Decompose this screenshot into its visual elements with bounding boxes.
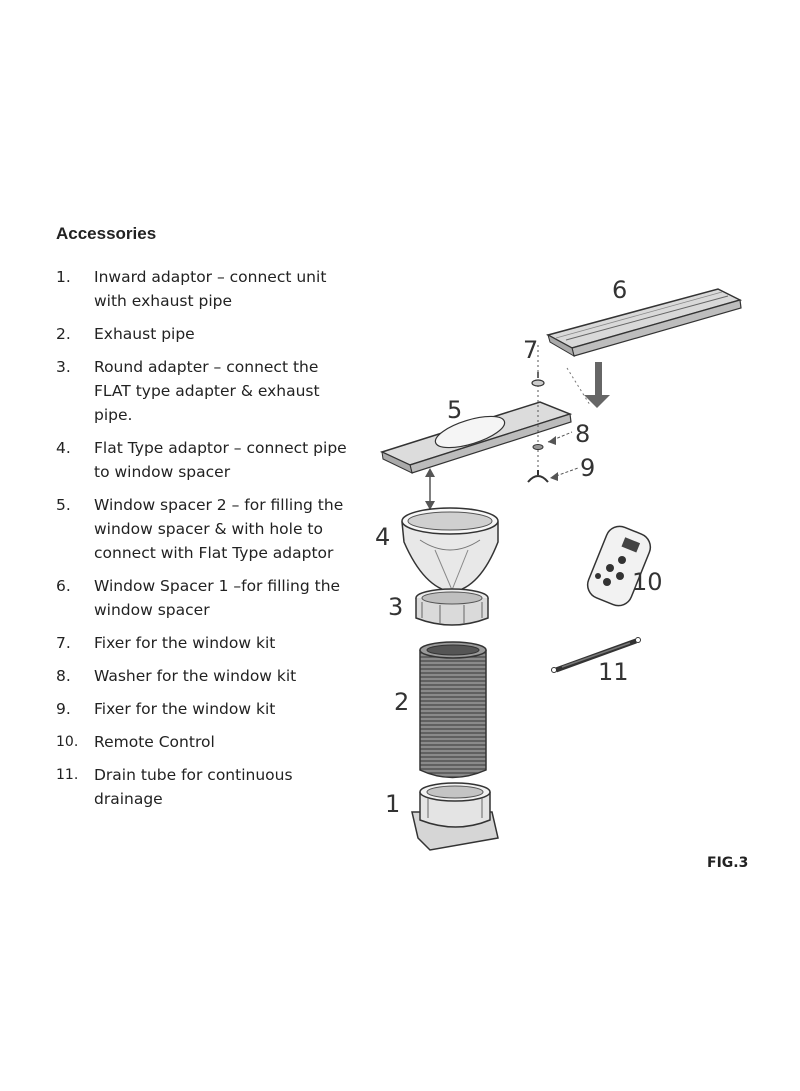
diagram-label: 2 [394,688,409,716]
diagram-label: 3 [388,593,403,621]
list-item: 1. Inward adaptor – connect unit with exh… [56,265,356,313]
list-item: 5. Window spacer 2 – for filling the wind… [56,493,356,565]
item-number: 9. [56,700,71,718]
diagram-label: 7 [523,336,538,364]
item-number: 4. [56,439,71,457]
item-text: Fixer for the window kit [94,634,276,652]
item-number: 11. [56,767,79,783]
item-number: 10. [56,734,79,750]
item-text: Remote Control [94,733,215,751]
diagram-label: 6 [612,276,627,304]
list-item: 8. Washer for the window kit [56,664,356,688]
list-item: 10. Remote Control [56,730,356,754]
item-text: Flat Type adaptor – connect pipe to wind… [94,439,347,481]
item-number: 2. [56,325,71,343]
washer-drawing [532,444,544,450]
diagram-label: 10 [632,568,663,596]
window-spacer-2-drawing [379,401,573,474]
item-text: Inward adaptor – connect unit with exhau… [94,268,327,310]
diagram-label: 11 [598,658,629,686]
list-item: 7. Fixer for the window kit [56,631,356,655]
window-spacer-1-drawing [545,288,743,358]
item-text: Fixer for the window kit [94,700,276,718]
item-number: 7. [56,634,71,652]
figure-label: FIG.3 [707,855,749,871]
list-item: 6. Window Spacer 1 –for filling the windo… [56,574,356,622]
diagram-label: 4 [375,523,390,551]
item-text: Round adapter – connect the FLAT type ad… [94,358,320,424]
item-text: Window spacer 2 – for filling the window… [94,496,344,562]
item-number: 8. [56,667,71,685]
list-item: 2. Exhaust pipe [56,322,356,346]
item-number: 1. [56,268,71,286]
list-item: 3. Round adapter – connect the FLAT type … [56,355,356,427]
inward-adaptor-drawing [411,782,499,851]
drain-tube-drawing [551,637,641,673]
item-number: 5. [56,496,71,514]
round-adapter-drawing [415,588,489,626]
list-item: 11. Drain tube for continuous drainage [56,763,356,811]
fixer-drawing [531,345,545,475]
down-arrow-icon [584,362,610,408]
item-text: Washer for the window kit [94,667,297,685]
flat-type-adaptor-drawing [401,507,499,593]
diagram-label: 5 [447,396,462,424]
diagram-label: 1 [385,790,400,818]
section-heading: Accessories [56,224,157,243]
double-arrow-icon [425,468,435,510]
item-number: 3. [56,358,71,376]
item-text: Drain tube for continuous drainage [94,766,293,808]
diagram-label: 8 [575,420,590,448]
diagram-label: 9 [580,454,595,482]
remote-control-drawing [586,525,652,607]
item-number: 6. [56,577,71,595]
list-item: 9. Fixer for the window kit [56,697,356,721]
item-text: Exhaust pipe [94,325,195,343]
list-item: 4. Flat Type adaptor – connect pipe to wi… [56,436,356,484]
exhaust-pipe-drawing [419,641,487,779]
fixer-2-drawing [527,470,549,483]
item-text: Window Spacer 1 –for filling the window … [94,577,341,619]
accessories-list: 1. Inward adaptor – connect unit with exh… [56,265,356,820]
